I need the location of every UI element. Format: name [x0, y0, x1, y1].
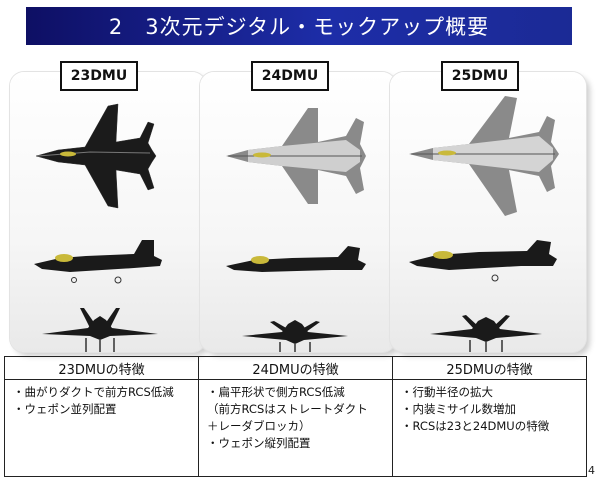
- jet-top-view-24: [226, 108, 366, 204]
- features-header-25: 25DMUの特徴: [393, 357, 586, 380]
- model-label-24: 24DMU: [251, 61, 329, 91]
- feature-line: ・行動半径の拡大: [401, 385, 493, 399]
- feature-line: ・内装ミサイル数増加: [401, 402, 516, 416]
- features-column-24: 24DMUの特徴 ・扁平形状で側方RCS低減 （前方RCSはストレートダクト ＋…: [199, 357, 393, 476]
- feature-line: ・ウェポン縦列配置: [207, 436, 311, 450]
- features-body-25: ・行動半径の拡大 ・内装ミサイル数増加 ・RCSは23と24DMUの特徴: [393, 380, 586, 435]
- feature-line: （前方RCSはストレートダクト: [207, 402, 368, 416]
- feature-line: ＋レーダブロッカ）: [207, 419, 311, 433]
- jet-top-view-23: [35, 103, 157, 209]
- features-body-23: ・曲がりダクトで前方RCS低減 ・ウェポン並列配置: [5, 380, 198, 418]
- features-header-24: 24DMUの特徴: [199, 357, 392, 380]
- features-table: 23DMUの特徴 ・曲がりダクトで前方RCS低減 ・ウェポン並列配置 24DMU…: [4, 356, 587, 477]
- jet-front-view-25: [430, 315, 542, 352]
- model-label-23: 23DMU: [60, 61, 138, 91]
- jet-front-view-23: [42, 308, 158, 352]
- model-panel-25: [390, 72, 586, 352]
- jet-front-view-24: [242, 320, 348, 352]
- feature-line: ・曲がりダクトで前方RCS低減: [13, 385, 174, 399]
- features-header-23: 23DMUの特徴: [5, 357, 198, 380]
- features-column-23: 23DMUの特徴 ・曲がりダクトで前方RCS低減 ・ウェポン並列配置: [5, 357, 199, 476]
- jet-side-view-25: [409, 240, 557, 282]
- page-number: 4: [588, 464, 595, 477]
- model-label-25: 25DMU: [441, 61, 519, 91]
- feature-line: ・扁平形状で側方RCS低減: [207, 385, 345, 399]
- jet-side-view-24: [226, 246, 366, 272]
- features-body-24: ・扁平形状で側方RCS低減 （前方RCSはストレートダクト ＋レーダブロッカ） …: [199, 380, 392, 452]
- feature-line: ・RCSは23と24DMUの特徴: [401, 419, 550, 433]
- model-panel-24: [200, 72, 396, 352]
- feature-line: ・ウェポン並列配置: [13, 402, 117, 416]
- page-title: 2 3次元デジタル・モックアップ概要: [26, 7, 572, 45]
- jet-side-view-23: [34, 240, 162, 284]
- jet-top-view-25: [409, 96, 559, 216]
- features-column-25: 25DMUの特徴 ・行動半径の拡大 ・内装ミサイル数増加 ・RCSは23と24D…: [393, 357, 586, 476]
